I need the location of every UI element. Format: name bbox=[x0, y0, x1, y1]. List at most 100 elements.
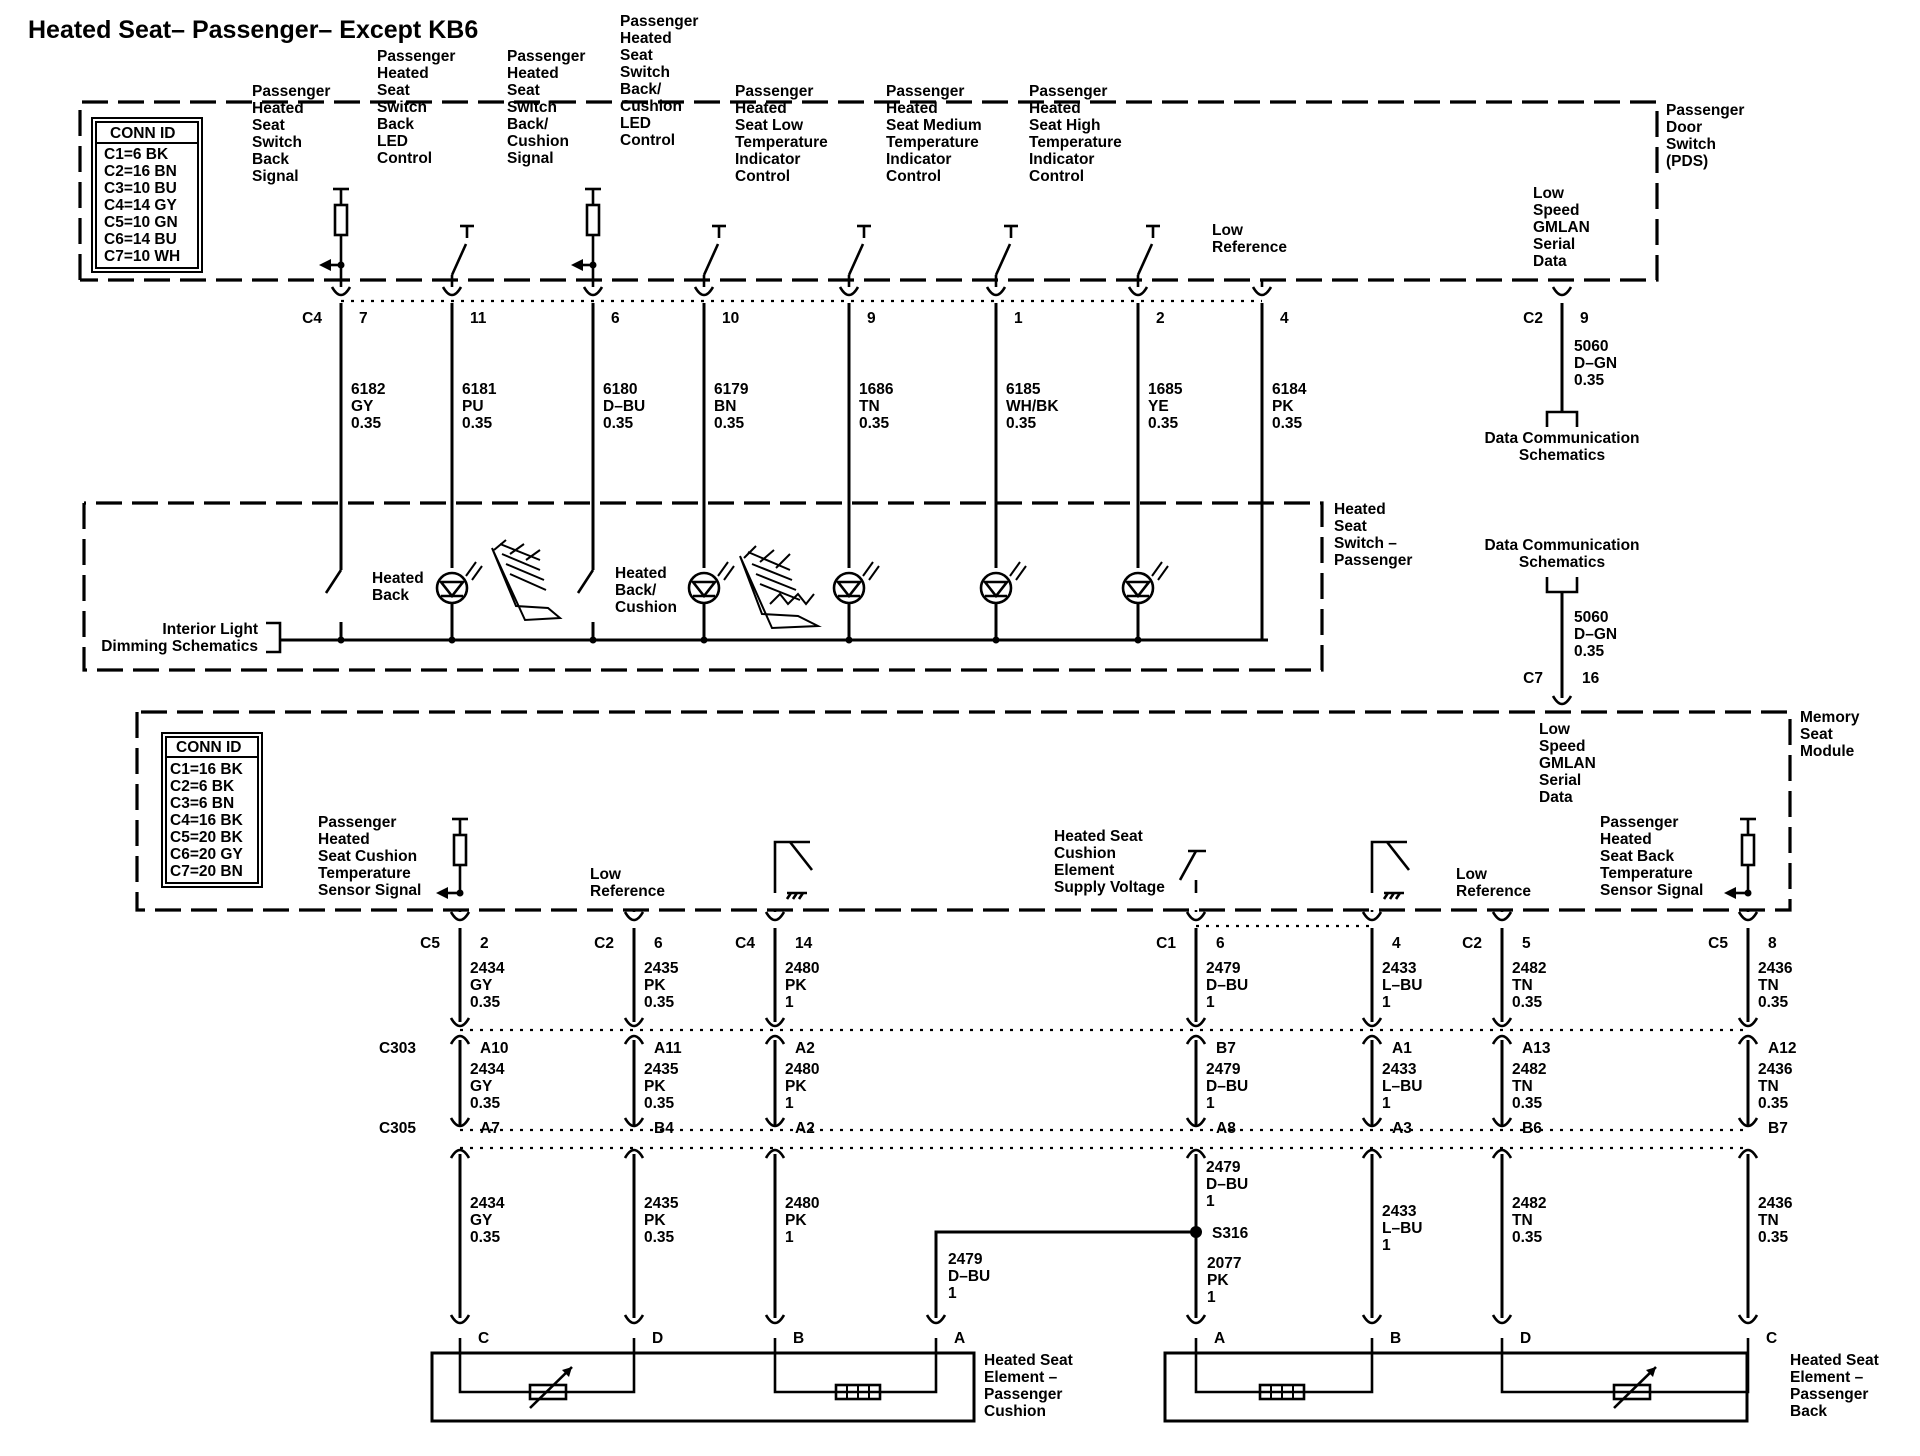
c305-pin-5-female bbox=[1361, 1117, 1383, 1128]
msm-pin-1-terminal bbox=[449, 911, 471, 922]
msm-pin-6: 5 bbox=[1522, 935, 1531, 952]
c303-pin-6: A13 bbox=[1522, 1040, 1551, 1057]
c303-pin-1-female bbox=[449, 1017, 471, 1028]
c303-pin-1: A10 bbox=[480, 1040, 508, 1057]
c305-pin-7: B7 bbox=[1768, 1120, 1788, 1137]
seat-back-cushion-icon bbox=[739, 545, 822, 630]
c305-pin-2-male bbox=[623, 1148, 645, 1159]
pds-conn-id-title: CONN ID bbox=[110, 125, 175, 142]
c303-pin-3: A2 bbox=[795, 1040, 815, 1057]
pds-pin-7: 7 bbox=[359, 310, 368, 327]
c305-pin-5-male bbox=[1361, 1148, 1383, 1159]
msm-pin-4: 6 bbox=[1216, 935, 1225, 952]
c303-pin-7: A12 bbox=[1768, 1040, 1796, 1057]
pds-pin-11: 11 bbox=[470, 310, 487, 327]
pds-pin-7-terminal bbox=[330, 286, 352, 297]
msm-pin-5: 4 bbox=[1392, 935, 1401, 952]
c305-pin-7-female bbox=[1737, 1117, 1759, 1128]
c305-label: C305 bbox=[379, 1120, 416, 1137]
pds-pin-10-terminal bbox=[693, 286, 715, 297]
msm-connector-2: C2 bbox=[594, 935, 614, 952]
back-pin-A: A bbox=[1214, 1330, 1225, 1347]
c305-pin-1: A7 bbox=[480, 1120, 500, 1137]
pds-pin-6: 6 bbox=[611, 310, 620, 327]
pds-pin-9-terminal bbox=[838, 286, 860, 297]
cushion-pin-A: A bbox=[954, 1330, 965, 1347]
msm-pin-7-terminal bbox=[1737, 911, 1759, 922]
c305-pin-5: A3 bbox=[1392, 1120, 1412, 1137]
pds-pin-2-terminal bbox=[1127, 286, 1149, 297]
msm-pin-1: 2 bbox=[480, 935, 489, 952]
c305-pin-2: B4 bbox=[654, 1120, 674, 1137]
back-pin-D: D bbox=[1520, 1330, 1531, 1347]
c305-pin-6-male bbox=[1491, 1148, 1513, 1159]
c305-pin-6-female bbox=[1491, 1117, 1513, 1128]
led-2 bbox=[687, 571, 721, 605]
back-pin-C-terminal bbox=[1737, 1314, 1759, 1325]
msm-connector-1: C5 bbox=[420, 935, 440, 952]
splice-label: S316 bbox=[1212, 1225, 1249, 1242]
msm-connector-7: C5 bbox=[1708, 935, 1728, 952]
pds-pin-2: 2 bbox=[1156, 310, 1165, 327]
c305-pin-3-female bbox=[764, 1117, 786, 1128]
msm-pin-7: 8 bbox=[1768, 935, 1777, 952]
cushion-pin-C-terminal bbox=[449, 1314, 471, 1325]
c305-pin-3-male bbox=[764, 1148, 786, 1159]
led-5 bbox=[1121, 571, 1155, 605]
msm-connector-c7: C7 bbox=[1523, 670, 1543, 687]
cushion-pin-C: C bbox=[478, 1330, 489, 1347]
msm-pin-c7-16: 16 bbox=[1582, 670, 1600, 687]
c303-pin-6-male bbox=[1491, 1034, 1513, 1045]
cushion-pin-D: D bbox=[652, 1330, 663, 1347]
c303-pin-5: A1 bbox=[1392, 1040, 1412, 1057]
msm-pin-2-terminal bbox=[623, 911, 645, 922]
msm-connector-6: C2 bbox=[1462, 935, 1482, 952]
led-1 bbox=[435, 571, 469, 605]
cushion-pin-A-terminal bbox=[925, 1314, 947, 1325]
cushion-pin-D-terminal bbox=[623, 1314, 645, 1325]
msm-pin-3: 14 bbox=[795, 935, 813, 952]
msm-connector-4: C1 bbox=[1156, 935, 1176, 952]
c305-pin-3: A2 bbox=[795, 1120, 815, 1137]
c305-pin-6: B6 bbox=[1522, 1120, 1542, 1137]
